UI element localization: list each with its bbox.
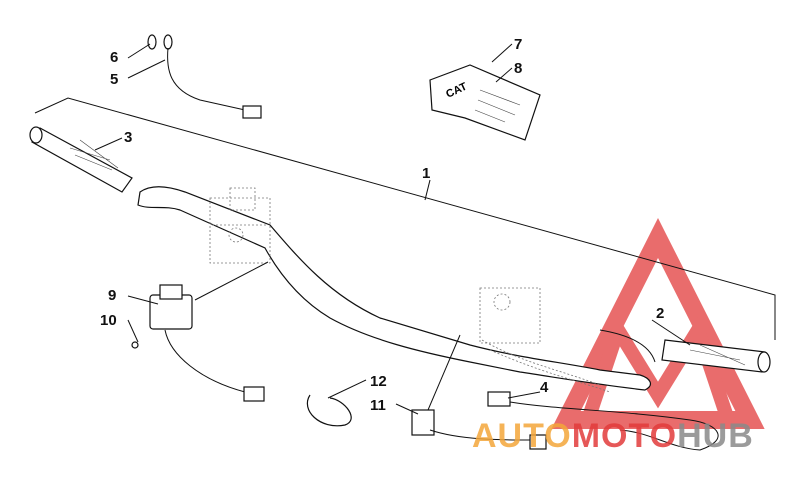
watermark-logo-icon [551, 218, 765, 429]
watermark-text: AUTOMOTOHUB [472, 417, 754, 455]
watermark-part-auto: AUTO [472, 417, 572, 455]
handlebar-part [137, 186, 656, 391]
switch-housing-part [131, 261, 269, 402]
callout-10: 10 [100, 312, 117, 329]
watermark-part-hub: HUB [677, 417, 754, 455]
watermark-part-moto: MOTO [572, 417, 677, 455]
leader-lines [94, 43, 691, 415]
svg-text:AUTOMOTOHUB: AUTOMOTOHUB [472, 417, 754, 455]
right-grip-part [661, 339, 771, 373]
left-control-housing [209, 187, 271, 264]
frame-lines [34, 97, 776, 340]
throttle-wiring-part [411, 334, 719, 451]
clamp-ring-part [306, 394, 352, 427]
handlebar-pad-part: CAT [429, 64, 541, 141]
right-control-housing [479, 287, 611, 393]
callout-3: 3 [124, 129, 132, 146]
callout-7: 7 [514, 36, 522, 53]
callout-4: 4 [540, 379, 549, 396]
left-grip-part [29, 126, 133, 193]
heater-wire-part [147, 34, 262, 119]
callout-8: 8 [514, 60, 522, 77]
callout-2: 2 [656, 305, 664, 322]
callout-5: 5 [110, 71, 118, 88]
callout-9: 9 [108, 287, 116, 304]
callout-6: 6 [110, 49, 118, 66]
callout-1: 1 [422, 165, 430, 182]
callout-labels: 1 2 3 4 5 6 7 8 9 10 11 12 [100, 36, 664, 414]
callout-11: 11 [370, 397, 386, 414]
callout-12: 12 [370, 373, 387, 390]
